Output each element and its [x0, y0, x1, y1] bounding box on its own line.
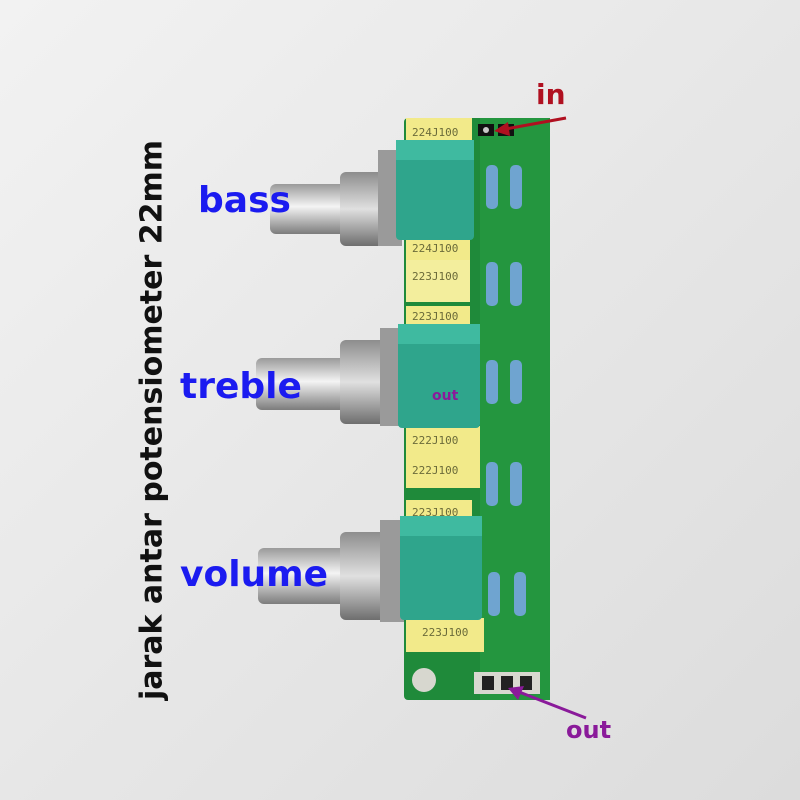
potentiometer-volume	[258, 516, 482, 622]
out-arrow	[508, 686, 587, 720]
label-out-small: out	[432, 388, 459, 404]
capacitor-4	[406, 306, 470, 328]
capacitor-code-7: 223J100	[412, 506, 458, 519]
label-out-bottom: out	[566, 716, 612, 744]
in-arrow	[494, 116, 567, 136]
capacitor-code-3: 223J100	[412, 270, 458, 283]
label-volume: volume	[180, 554, 329, 595]
capacitor-code-4: 223J100	[412, 310, 458, 323]
label-treble: treble	[180, 366, 302, 407]
capacitor-code-8: 223J100	[422, 626, 468, 639]
capacitor-code-6: 222J100	[412, 464, 458, 477]
label-bass: bass	[198, 180, 291, 221]
output-header	[474, 672, 540, 694]
resistors	[486, 165, 526, 616]
mounting-pad	[412, 668, 436, 692]
capacitor-code-1: 224J100	[412, 126, 458, 139]
capacitor-2	[406, 236, 470, 264]
capacitor-code-2: 224J100	[412, 242, 458, 255]
label-in: in	[536, 78, 566, 111]
potentiometer-bass	[270, 140, 474, 246]
capacitor-5	[406, 426, 480, 458]
potentiometer-treble	[256, 324, 480, 428]
capacitor-code-5: 222J100	[412, 434, 458, 447]
capacitor-8	[406, 618, 484, 652]
capacitor-6	[406, 458, 480, 488]
capacitor-3	[406, 260, 470, 302]
vertical-caption-text: jarak antar potensiometer 22mm	[134, 139, 170, 701]
